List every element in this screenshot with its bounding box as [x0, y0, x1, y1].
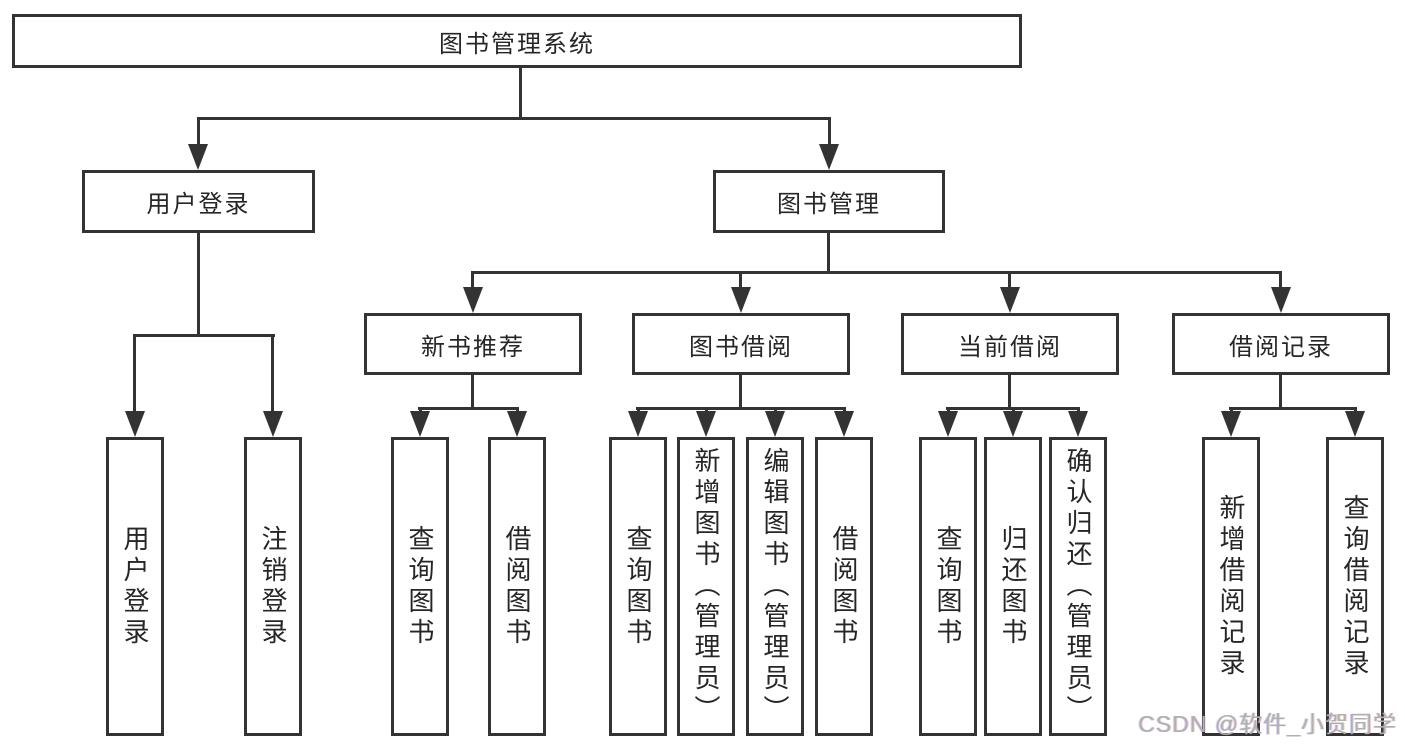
connector-line — [271, 334, 274, 414]
arrow-down-icon — [1345, 411, 1365, 437]
leaf-confirm-return-admin-label: 确认归还（管理员） — [1063, 447, 1093, 726]
node-book-management: 图书管理 — [713, 170, 945, 233]
arrow-down-icon — [628, 411, 648, 437]
leaf-search-books-current: 查询图书 — [919, 437, 977, 736]
connector-line — [739, 271, 742, 290]
node-book-management-label: 图书管理 — [777, 191, 881, 218]
arrow-down-icon — [731, 287, 751, 313]
connector-line — [828, 117, 831, 147]
connector-line — [827, 231, 830, 274]
leaf-borrow-books-recommend-label: 借阅图书 — [502, 524, 532, 649]
leaf-return-books: 归还图书 — [984, 437, 1042, 736]
arrow-down-icon — [410, 411, 430, 437]
leaf-search-books-recommend-label: 查询图书 — [405, 524, 435, 649]
leaf-borrow-books-recommend: 借阅图书 — [488, 437, 546, 736]
connector-line — [1279, 271, 1282, 290]
connector-line — [133, 334, 275, 337]
node-user-login-label: 用户登录 — [146, 191, 251, 218]
leaf-search-books-borrowing: 查询图书 — [609, 437, 667, 736]
leaf-user-login-label: 用户登录 — [120, 524, 150, 649]
arrow-down-icon — [188, 144, 208, 170]
connector-line — [1279, 373, 1282, 409]
leaf-borrow-books-borrowing-label: 借阅图书 — [829, 524, 859, 649]
connector-line — [471, 373, 474, 409]
connector-line — [636, 407, 846, 410]
arrow-down-icon — [463, 287, 483, 313]
leaf-add-borrow-record: 新增借阅记录 — [1202, 437, 1260, 736]
node-book-borrowing: 图书借阅 — [632, 313, 850, 375]
arrow-down-icon — [1271, 287, 1291, 313]
arrow-down-icon — [1000, 287, 1020, 313]
connector-line — [1008, 271, 1011, 290]
connector-line — [739, 373, 742, 409]
leaf-confirm-return-admin: 确认归还（管理员） — [1049, 437, 1107, 736]
arrow-down-icon — [765, 411, 785, 437]
node-current-borrowing-label: 当前借阅 — [958, 333, 1062, 361]
connector-line — [1229, 407, 1357, 410]
arrow-down-icon — [1068, 411, 1088, 437]
connector-line — [133, 334, 136, 414]
node-user-login: 用户登录 — [82, 170, 315, 233]
node-new-book-recommendation: 新书推荐 — [364, 313, 582, 375]
leaf-add-book-admin: 新增图书（管理员） — [677, 437, 735, 736]
arrow-down-icon — [125, 411, 145, 437]
node-borrowing-records-label: 借阅记录 — [1229, 333, 1333, 361]
arrow-down-icon — [263, 411, 283, 437]
leaf-search-borrow-record: 查询借阅记录 — [1326, 437, 1384, 736]
arrow-down-icon — [696, 411, 716, 437]
node-library-system-label: 图书管理系统 — [439, 30, 595, 58]
watermark: CSDN @软件_小贺同学 — [1138, 711, 1397, 737]
connector-line — [418, 407, 519, 410]
node-borrowing-records: 借阅记录 — [1172, 313, 1390, 375]
leaf-logout: 注销登录 — [244, 437, 302, 736]
connector-line — [197, 117, 831, 120]
leaf-edit-book-admin: 编辑图书（管理员） — [746, 437, 804, 736]
connector-line — [1008, 373, 1011, 409]
leaf-borrow-books-borrowing: 借阅图书 — [815, 437, 873, 736]
node-current-borrowing: 当前借阅 — [901, 313, 1119, 375]
arrow-down-icon — [1221, 411, 1241, 437]
node-book-borrowing-label: 图书借阅 — [689, 333, 793, 361]
leaf-search-books-current-label: 查询图书 — [933, 524, 963, 649]
arrow-down-icon — [819, 144, 839, 170]
connector-line — [197, 117, 200, 147]
leaf-logout-label: 注销登录 — [258, 524, 288, 649]
leaf-search-books-recommend: 查询图书 — [391, 437, 449, 736]
leaf-return-books-label: 归还图书 — [998, 524, 1028, 649]
arrow-down-icon — [507, 411, 527, 437]
connector-line — [471, 271, 474, 290]
leaf-add-book-admin-label: 新增图书（管理员） — [691, 447, 721, 726]
arrow-down-icon — [938, 411, 958, 437]
leaf-search-books-borrowing-label: 查询图书 — [623, 524, 653, 649]
connector-line — [197, 231, 200, 336]
connector-line — [471, 271, 1282, 274]
arrow-down-icon — [834, 411, 854, 437]
connector-line — [519, 66, 522, 119]
arrow-down-icon — [1003, 411, 1023, 437]
node-library-system: 图书管理系统 — [12, 14, 1022, 68]
leaf-search-borrow-record-label: 查询借阅记录 — [1340, 493, 1370, 680]
leaf-edit-book-admin-label: 编辑图书（管理员） — [760, 447, 790, 726]
node-new-book-recommendation-label: 新书推荐 — [421, 333, 525, 361]
leaf-user-login: 用户登录 — [106, 437, 164, 736]
leaf-add-borrow-record-label: 新增借阅记录 — [1216, 493, 1246, 680]
